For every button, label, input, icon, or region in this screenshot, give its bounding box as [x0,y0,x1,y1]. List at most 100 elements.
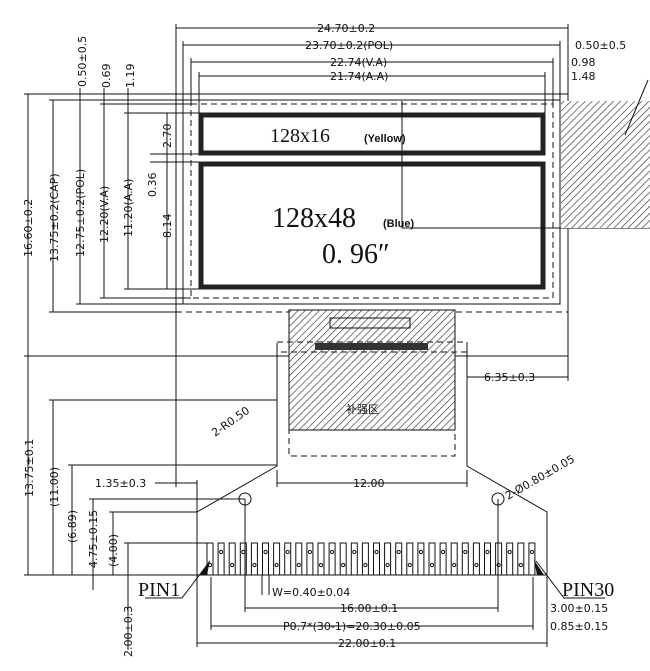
dim-width-right: 6.35±0.3 [484,371,535,384]
pin [317,542,325,576]
pin [361,542,369,576]
pin [250,542,258,576]
pin-via [385,562,390,568]
pin [484,542,491,576]
pin-via [285,549,290,555]
pins [206,542,536,576]
pin [450,542,458,576]
pin-via [407,562,412,568]
bond-area [276,341,468,353]
pin [373,542,380,576]
blue-area [198,161,546,290]
pin [528,542,536,576]
yellow-area [198,112,546,156]
fpc-outline [196,343,548,576]
dim-outline-width: 24.70±0.2 [317,22,375,35]
pin [306,542,314,576]
dim-edge-2: 0.85±0.15 [550,620,608,633]
dim-4-00: (4.00) [107,534,120,567]
pin-via [418,549,423,555]
pin [384,542,392,576]
pin-via [529,549,535,555]
pin [495,542,503,576]
pin-via [330,549,335,555]
pin [262,542,269,576]
pin [461,542,469,576]
dim-right-offset-2: 0.98 [571,56,596,69]
pin-via [452,562,457,568]
fpc-dimension-lines [24,356,605,650]
pin-via [219,549,224,555]
pin [417,542,425,576]
dim-top-offset-1: 0.50±0.5 [76,36,89,87]
pin-via [429,562,435,568]
dim-right-offset-3: 1.48 [571,70,596,83]
display-size: 0. 96″ [322,239,390,270]
dim-pol-width: 23.70±0.2(POL) [305,39,393,52]
blue-area-label: 128x48 [272,203,356,234]
dim-hole: 2-Ø0.80±0.05 [503,452,577,502]
dim-pin-pitch: P0.7*(30-1)=20.30±0.05 [283,620,421,633]
pin [217,542,225,576]
pin [350,542,358,576]
pin-via [507,549,512,555]
dim-va-width: 22.74(V.A) [330,56,387,69]
dim-top-offset-2: 0.69 [100,64,113,89]
pin [206,542,214,576]
pin-via [374,549,379,555]
dim-top-offset-3: 1.19 [124,64,137,89]
dim-aa-height: 11.20(A.A) [122,179,135,237]
yellow-color-label: (Yellow) [364,133,406,145]
dim-6-89: (6.89) [66,510,79,543]
dim-radius: 2-R0.50 [209,404,252,439]
pin-via [396,549,401,555]
pin [339,542,347,576]
pin-via [263,549,268,555]
pin [406,542,414,576]
pin-via [463,549,468,555]
yellow-area-label: 128x16 [270,125,330,147]
dim-right-offset-1: 0.50±0.5 [575,39,626,52]
pin [273,542,281,576]
pin-via [341,562,346,568]
pin-via [318,562,324,568]
dim-hole-pitch: 16.00±0.1 [340,602,398,615]
top-dimension-lines [175,24,569,113]
dim-1-35: 1.35±0.3 [95,477,146,490]
pin [395,542,403,576]
dim-outline-height: 16.60±0.2 [22,199,35,257]
pin [228,542,236,576]
dim-pol-height: 12.75±0.2(POL) [74,169,87,257]
fpc-window [288,429,456,457]
blue-color-label: (Blue) [383,218,415,230]
pin-via [274,562,279,568]
dim-va-height: 12.20(V.A) [98,186,111,243]
pin-via [485,549,490,555]
dim-blue-height: 8.14 [161,214,174,239]
dim-edge-1: 3.00±0.15 [550,602,608,615]
pin1-label: PIN1 [138,579,180,601]
dim-yellow-height: 2.70 [161,124,174,149]
pin [472,542,480,576]
left-dimension-lines [24,88,199,575]
pin [517,542,525,576]
arrow [624,79,649,136]
dim-total-width: 22.00±0.1 [338,637,396,650]
pin-via [441,549,446,555]
dim-aa-width: 21.74(A.A) [330,70,388,83]
pin-via [296,562,301,568]
stiffener [288,309,456,431]
pin-via [518,562,523,568]
dim-2-00: 2.00±0.3 [122,606,135,657]
dim-fpc-length: 13.75±0.1 [23,439,36,497]
ic-outline [329,317,411,329]
pin [239,542,247,576]
dim-pin-width: W=0.40±0.04 [272,586,350,599]
pin30-label: PIN30 [562,579,614,601]
pin [295,542,303,576]
pin30-marker [534,560,544,575]
dim-11: (11.00) [48,467,61,507]
pin-via [496,562,501,568]
pin-via [307,549,312,555]
